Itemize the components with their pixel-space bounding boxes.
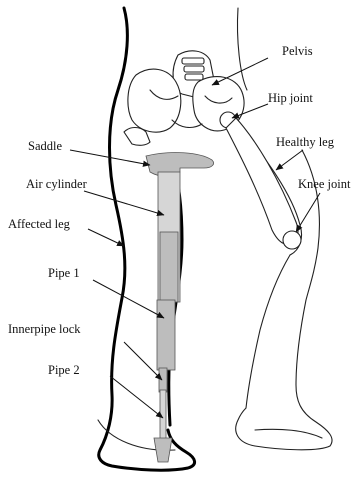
pipe1-shape bbox=[157, 300, 175, 370]
label-saddle: Saddle bbox=[28, 139, 62, 153]
label-pipe2: Pipe 2 bbox=[48, 363, 80, 377]
label-pipe1: Pipe 1 bbox=[48, 266, 80, 280]
innerpipe-lock-shape bbox=[159, 368, 167, 392]
label-healthy-leg: Healthy leg bbox=[276, 135, 335, 149]
label-air-cylinder: Air cylinder bbox=[26, 177, 88, 191]
pelvis-bones bbox=[124, 51, 301, 249]
pipe2-shape bbox=[160, 390, 166, 440]
label-knee-joint: Knee joint bbox=[298, 177, 351, 191]
support-device bbox=[146, 153, 214, 462]
label-hip-joint: Hip joint bbox=[268, 91, 313, 105]
label-pelvis: Pelvis bbox=[282, 44, 313, 58]
label-innerpipe-lock: Innerpipe lock bbox=[8, 322, 81, 336]
label-affected-leg: Affected leg bbox=[8, 217, 71, 231]
